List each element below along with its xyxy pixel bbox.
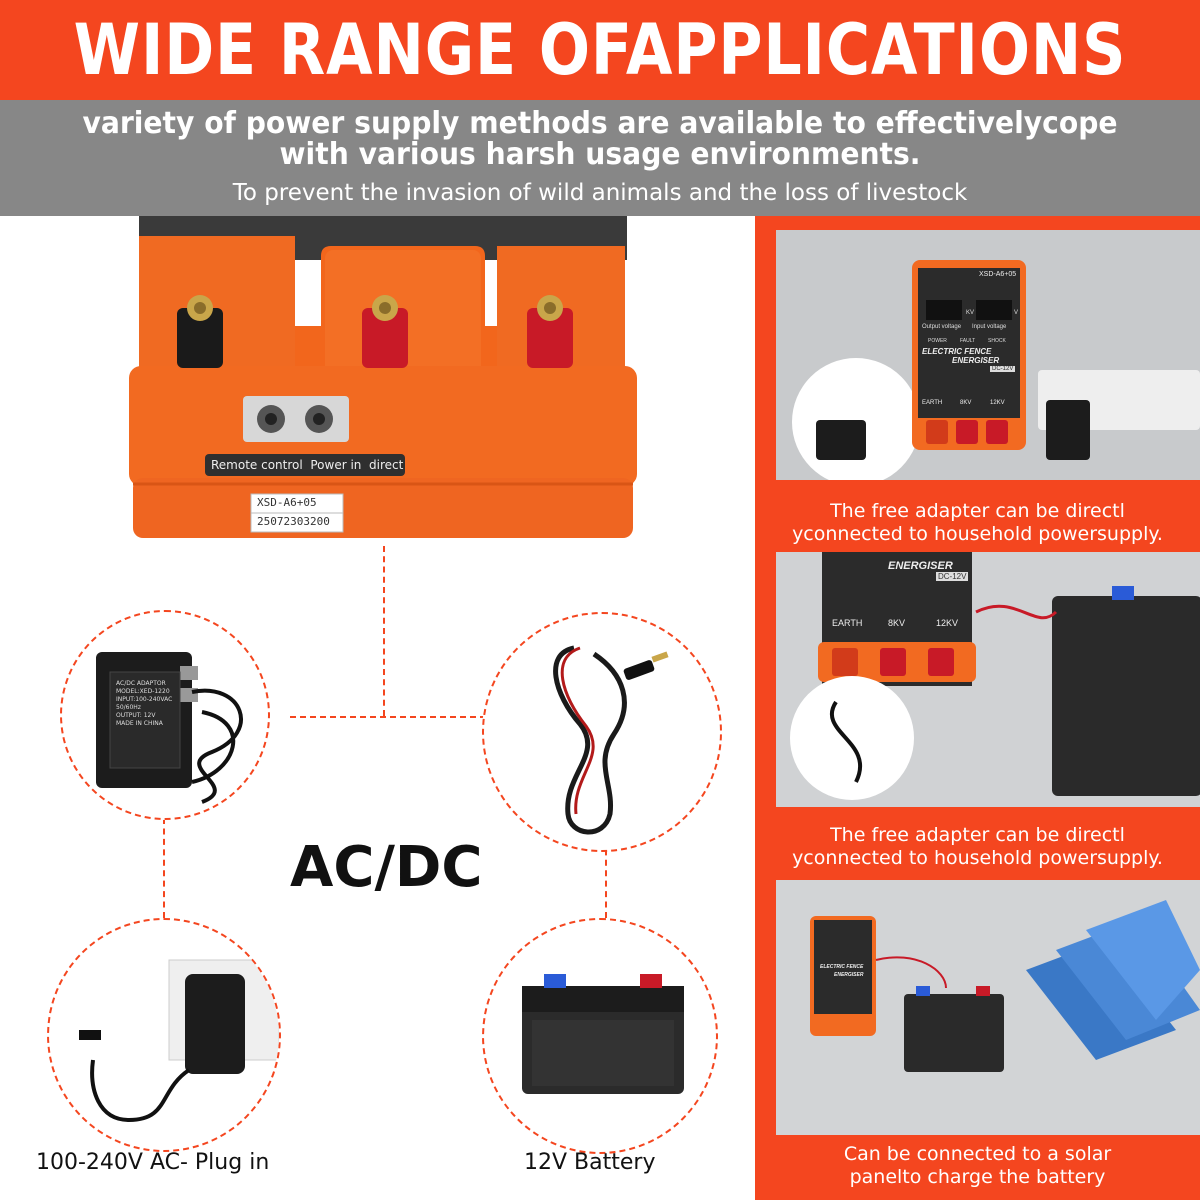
serial-number: 25072303200 xyxy=(257,515,330,528)
8kv-terminal xyxy=(362,295,408,368)
dc-cable-image xyxy=(553,645,669,835)
ac-dc-label: AC/DC xyxy=(290,835,483,900)
subtitle-line-2: with various harsh usage environments. xyxy=(279,137,921,172)
tagline: To prevent the invasion of wild animals … xyxy=(232,180,968,206)
earth-terminal xyxy=(177,295,223,368)
output-voltage-label: Output voltage xyxy=(922,324,962,330)
12kv-label-2: 12KV xyxy=(936,618,959,628)
title-banner: WIDE RANGE OFAPPLICATIONS xyxy=(0,0,1200,100)
energiser-name-1: ELECTRIC FENCE xyxy=(922,347,992,356)
power-indicator: POWER xyxy=(928,338,947,344)
photo-solar: ELECTRIC FENCE ENERGISER xyxy=(776,880,1200,1135)
input-voltage-label: Input voltage xyxy=(972,324,1007,330)
kv-unit: KV xyxy=(966,310,975,316)
caption-1: The free adapter can be directl yconnect… xyxy=(792,500,1163,545)
energiser-model: XSD-A6+05 xyxy=(979,271,1017,278)
8kv-label: 8KV xyxy=(960,400,972,406)
earth-label: EARTH xyxy=(922,400,943,406)
energiser-name-2b: ENERGISER xyxy=(888,560,953,572)
power-in-label: Power in xyxy=(310,458,362,472)
battery-option-label: 12V Battery xyxy=(524,1150,656,1175)
energiser-name-2: ENERGISER xyxy=(952,356,1000,365)
energiser-name-3a: ELECTRIC FENCE xyxy=(820,964,864,970)
dc-rating: DC-12V xyxy=(990,366,1016,372)
earth-label-2: EARTH xyxy=(832,618,863,628)
battery-image xyxy=(522,974,684,1094)
wall-adapter-image xyxy=(79,959,279,1123)
port-labels: Remote control Power in direct xyxy=(211,458,403,472)
energiser-with-battery-image xyxy=(776,552,1200,807)
remote-control-label: Remote control xyxy=(211,458,303,472)
plug-in-circle xyxy=(47,918,281,1152)
adapter-circle: AC/DC ADAPTOR MODEL:XED-1220 INPUT:100-2… xyxy=(60,610,270,820)
subtitle-band: variety of power supply methods are avai… xyxy=(0,100,1200,216)
battery-circle xyxy=(482,918,718,1154)
shock-indicator: SHOCK xyxy=(988,338,1006,344)
adapter-image xyxy=(96,652,243,804)
8kv-label-2: 8KV xyxy=(888,618,906,628)
connector-right xyxy=(605,818,607,918)
energiser-bottom-view: Remote control Power in direct XSD-A6+05… xyxy=(125,216,640,546)
energiser-with-solar-image xyxy=(776,880,1200,1135)
caption-2: The free adapter can be directl yconnect… xyxy=(792,824,1163,869)
12kv-terminal xyxy=(527,295,573,368)
adapter-option-label: 100-240V AC- Plug in xyxy=(36,1150,270,1175)
12kv-label: 12KV xyxy=(990,400,1005,406)
connector-horizontal xyxy=(290,716,486,718)
page-title: WIDE RANGE OFAPPLICATIONS xyxy=(73,9,1127,91)
energiser-with-adapter-image xyxy=(776,230,1200,480)
v-unit: V xyxy=(1014,310,1019,316)
caption-3: Can be connected to a solar panelto char… xyxy=(843,1143,1112,1188)
cable-circle xyxy=(482,612,722,852)
adapter-sticker: AC/DC ADAPTOR MODEL:XED-1220 INPUT:100-2… xyxy=(116,680,173,727)
device-illustration xyxy=(129,216,637,538)
model-sticker: XSD-A6+05 xyxy=(257,496,317,509)
dc-rating-2: DC-12V xyxy=(936,572,969,581)
fault-indicator: FAULT xyxy=(960,338,976,344)
energiser-name-3b: ENERGISER xyxy=(834,972,864,978)
direct-label: direct xyxy=(369,458,404,472)
photo-household-power: XSD-A6+05 Output voltage Input voltage K… xyxy=(776,230,1200,480)
photo-battery: ENERGISER DC-12V EARTH 8KV 12KV xyxy=(776,552,1200,807)
subtitle-line-1: variety of power supply methods are avai… xyxy=(82,106,1118,141)
connector-vertical xyxy=(383,546,385,716)
connector-left xyxy=(163,818,165,918)
